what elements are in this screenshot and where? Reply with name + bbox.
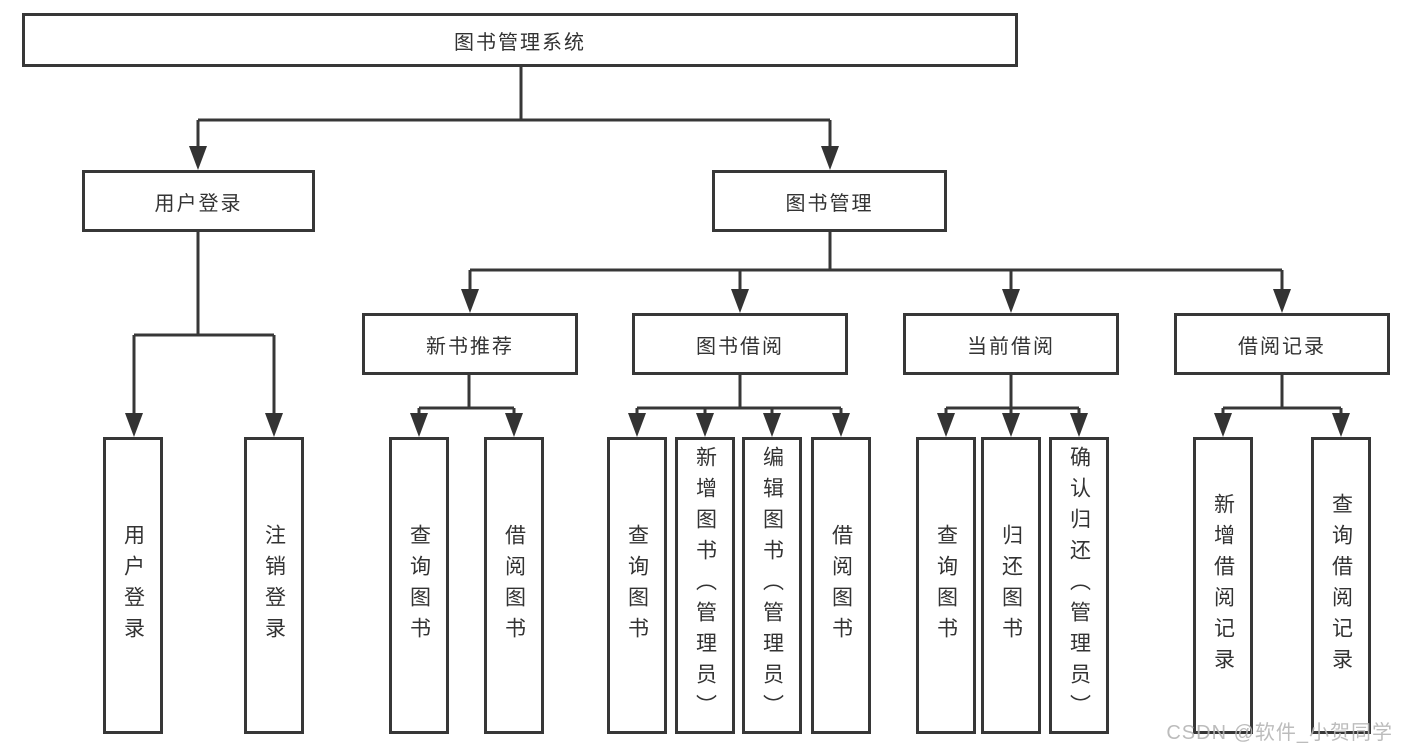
node-book-management-label: 图书管理 <box>785 192 874 215</box>
leaf-return-books: 归还图书 <box>981 437 1041 734</box>
leaf-borrow-books-borrowing: 借阅图书 <box>811 437 871 734</box>
node-borrowing-records-label: 借阅记录 <box>1238 335 1326 358</box>
node-book-borrowing-label: 图书借阅 <box>696 335 784 358</box>
leaf-query-books-recommend-label: 查询图书 <box>407 523 431 648</box>
leaf-user-login-label: 用户登录 <box>121 523 145 648</box>
leaf-query-books-current: 查询图书 <box>916 437 976 734</box>
leaf-query-books-recommend: 查询图书 <box>389 437 449 734</box>
node-root: 图书管理系统 <box>22 13 1018 67</box>
node-book-management: 图书管理 <box>712 170 947 232</box>
leaf-logout-label: 注销登录 <box>262 523 286 648</box>
node-user-login: 用户登录 <box>82 170 315 232</box>
leaf-borrow-books-borrowing-label: 借阅图书 <box>829 523 853 648</box>
node-user-login-label: 用户登录 <box>154 192 243 215</box>
node-borrowing-records: 借阅记录 <box>1174 313 1390 375</box>
leaf-add-book-admin-label: 新增图书（管理员） <box>693 446 717 725</box>
node-book-borrowing: 图书借阅 <box>632 313 848 375</box>
leaf-confirm-return-admin-label: 确认归还（管理员） <box>1067 446 1091 725</box>
leaf-user-login: 用户登录 <box>103 437 163 734</box>
leaf-confirm-return-admin: 确认归还（管理员） <box>1049 437 1109 734</box>
leaf-borrow-books-recommend-label: 借阅图书 <box>502 523 526 648</box>
leaf-return-books-label: 归还图书 <box>999 523 1023 648</box>
leaf-query-borrow-record-label: 查询借阅记录 <box>1329 492 1353 679</box>
csdn-watermark: CSDN @软件_小贺同学 <box>1166 722 1393 744</box>
node-new-book-recommend-label: 新书推荐 <box>426 335 514 358</box>
leaf-query-books-borrowing-label: 查询图书 <box>625 523 649 648</box>
leaf-edit-book-admin: 编辑图书（管理员） <box>742 437 802 734</box>
node-root-label: 图书管理系统 <box>454 31 586 54</box>
leaf-query-books-current-label: 查询图书 <box>934 523 958 648</box>
leaf-logout: 注销登录 <box>244 437 304 734</box>
node-current-borrowing-label: 当前借阅 <box>967 335 1055 358</box>
leaf-add-borrow-record-label: 新增借阅记录 <box>1211 492 1235 679</box>
leaf-borrow-books-recommend: 借阅图书 <box>484 437 544 734</box>
leaf-add-book-admin: 新增图书（管理员） <box>675 437 735 734</box>
node-current-borrowing: 当前借阅 <box>903 313 1119 375</box>
leaf-query-borrow-record: 查询借阅记录 <box>1311 437 1371 734</box>
leaf-add-borrow-record: 新增借阅记录 <box>1193 437 1253 734</box>
leaf-query-books-borrowing: 查询图书 <box>607 437 667 734</box>
node-new-book-recommend: 新书推荐 <box>362 313 578 375</box>
leaf-edit-book-admin-label: 编辑图书（管理员） <box>760 446 784 725</box>
